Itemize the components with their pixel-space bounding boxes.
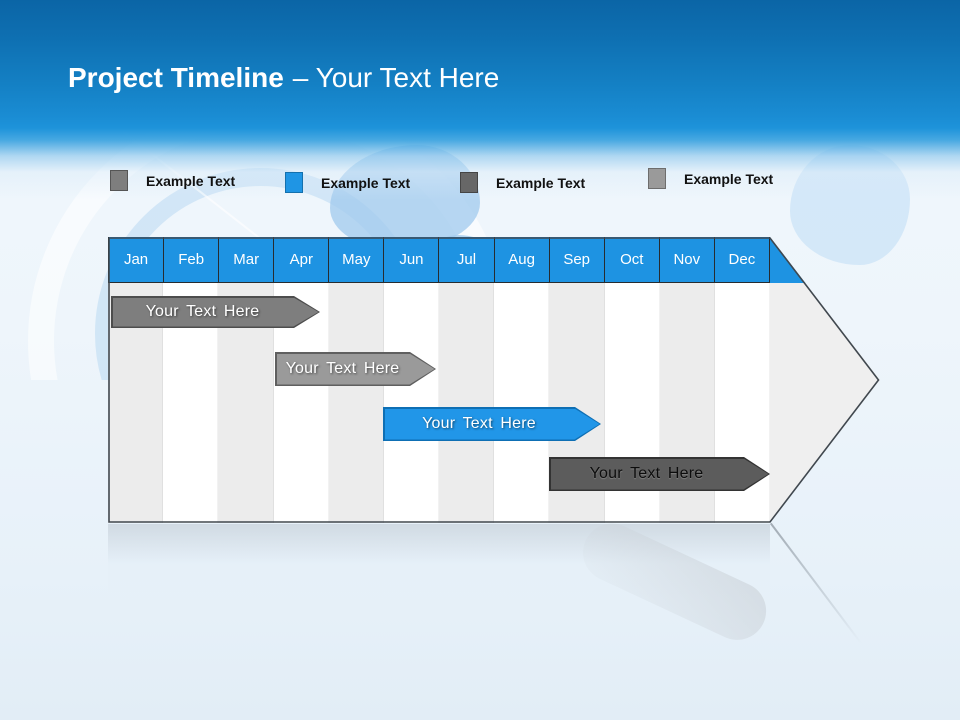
- legend-swatch-blue: [285, 172, 303, 193]
- timeline-body: Jan Feb Mar Apr May Jun Jul Aug Sep Oct …: [108, 237, 880, 523]
- task-bar-4: Your Text Here: [549, 457, 770, 491]
- legend-label: Example Text: [321, 174, 411, 191]
- month-cell: Jan: [108, 237, 163, 282]
- month-cell: Sep: [548, 237, 604, 282]
- month-cell: Mar: [218, 237, 273, 282]
- month-cell: Dec: [713, 237, 770, 282]
- month-header-cells: Jan Feb Mar Apr May Jun Jul Aug Sep Oct …: [108, 237, 770, 283]
- slide-title-main: Project Timeline: [68, 62, 284, 93]
- legend-swatch-gray: [110, 170, 128, 191]
- month-cell: Oct: [603, 237, 659, 282]
- month-header-row: Jan Feb Mar Apr May Jun Jul Aug Sep Oct …: [108, 237, 880, 283]
- legend-label: Example Text: [496, 174, 586, 191]
- task-bar-label: Your Text Here: [145, 303, 260, 320]
- legend-item: Example Text: [285, 172, 410, 193]
- month-cell: Feb: [163, 237, 218, 282]
- task-bar-label: Your Text Here: [285, 360, 400, 377]
- slide-title: Project Timeline – Your Text Here: [68, 62, 499, 94]
- task-bar-label: Your Text Here: [589, 465, 704, 482]
- legend-item: Example Text: [110, 170, 235, 191]
- globe-continent-shape: [330, 145, 480, 250]
- task-bar-3: Your Text Here: [383, 407, 601, 441]
- legend-swatch-dark-gray: [460, 172, 478, 193]
- legend-label: Example Text: [684, 170, 774, 187]
- legend-item: Example Text: [460, 172, 585, 193]
- legend-label: Example Text: [146, 172, 236, 189]
- task-bar-2: Your Text Here: [275, 352, 436, 386]
- task-bar-1: Your Text Here: [111, 296, 320, 328]
- month-cell: Jul: [438, 237, 493, 282]
- legend-item: Example Text: [648, 168, 773, 189]
- month-cell: Jun: [383, 237, 438, 282]
- reflection-swoosh: [573, 514, 776, 650]
- month-cell: Aug: [493, 237, 549, 282]
- timeline-reflection: [108, 524, 770, 612]
- month-cell: Apr: [273, 237, 328, 282]
- month-cell: Nov: [658, 237, 714, 282]
- timeline-arrow: Jan Feb Mar Apr May Jun Jul Aug Sep Oct …: [108, 237, 880, 523]
- task-bar-label: Your Text Here: [422, 415, 536, 432]
- slide-title-suffix: – Your Text Here: [292, 62, 500, 93]
- legend-swatch-light-gray: [648, 168, 666, 189]
- reflection-arrow-edge: [770, 523, 862, 644]
- month-cell: May: [328, 237, 383, 282]
